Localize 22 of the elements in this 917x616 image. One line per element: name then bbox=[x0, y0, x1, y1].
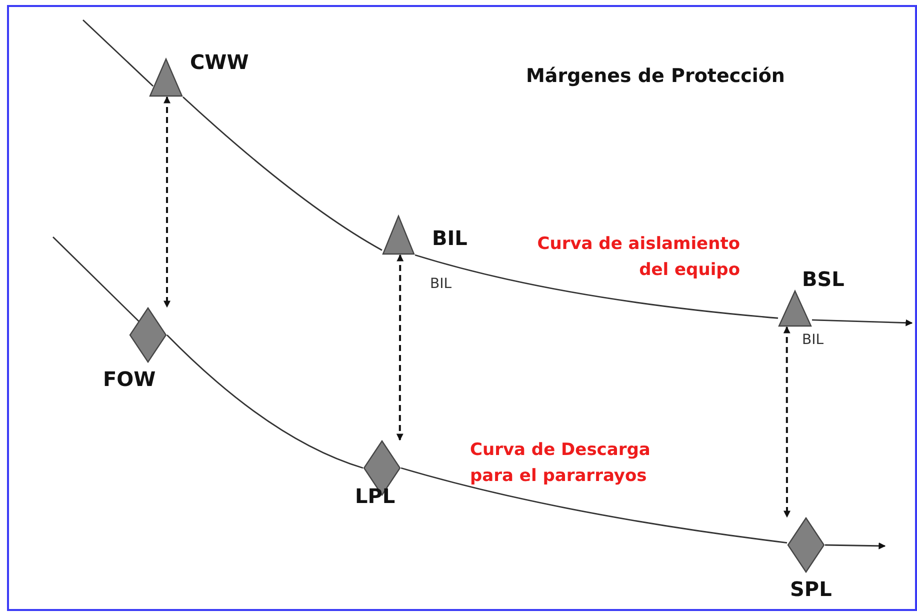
curve-label: Curva de aislamiento del equipo bbox=[536, 233, 740, 282]
dashed-arrow bbox=[396, 254, 404, 441]
curve-line bbox=[182, 96, 382, 251]
curve-arrow bbox=[824, 542, 886, 550]
title: Márgenes de Protección bbox=[526, 65, 785, 88]
marker-label: BIL bbox=[432, 228, 468, 248]
marker-label: LPL bbox=[355, 486, 396, 506]
level-label: BIL bbox=[430, 276, 452, 293]
marker-label: SPL bbox=[790, 579, 832, 599]
curve-line bbox=[52, 236, 140, 323]
curve-line bbox=[166, 334, 364, 469]
dashed-arrow bbox=[164, 96, 171, 308]
curve-line bbox=[400, 467, 788, 544]
dashed-arrow bbox=[783, 326, 790, 518]
curve-line bbox=[82, 19, 154, 87]
marker-label: FOW bbox=[103, 369, 156, 389]
level-label: BIL bbox=[802, 332, 824, 349]
marker-label: CWW bbox=[190, 52, 249, 72]
curve-line bbox=[414, 254, 778, 319]
curve-arrow bbox=[812, 319, 913, 326]
curve-label: Curva de Descarga para el pararrayos bbox=[470, 439, 652, 488]
marker-label: BSL bbox=[802, 269, 844, 289]
